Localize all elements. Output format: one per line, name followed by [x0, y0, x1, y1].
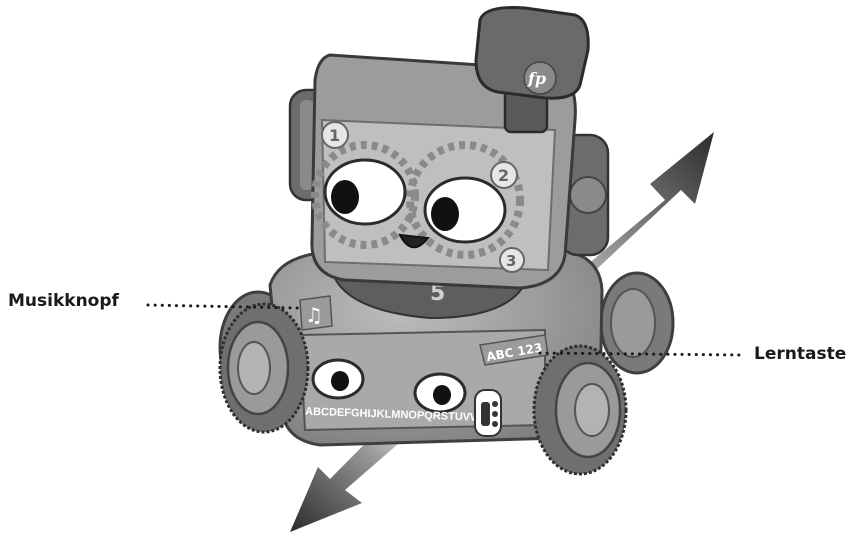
wheel-front-right	[534, 346, 626, 474]
music-button[interactable]: ♫	[300, 296, 332, 330]
wheel-front-left	[220, 304, 308, 432]
music-note-icon: ♫	[305, 303, 323, 327]
callout-music-button: Musikknopf	[8, 291, 119, 311]
gear-number-1: 1	[329, 126, 340, 145]
callout-learn-button: Lerntaste	[754, 344, 846, 364]
brand-logo: fp	[527, 69, 546, 88]
wheel-rear-right	[601, 273, 673, 373]
mode-switch[interactable]	[475, 390, 501, 436]
gear-number-3: 3	[506, 252, 516, 270]
gear-number-2: 2	[498, 166, 509, 185]
left-eye	[325, 160, 405, 224]
right-eye	[425, 178, 505, 242]
